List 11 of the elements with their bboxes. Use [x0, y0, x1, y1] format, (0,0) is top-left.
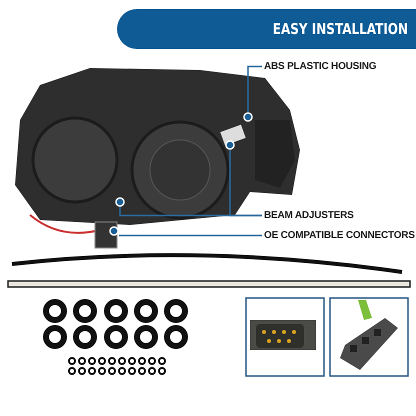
callout-label: BEAM ADJUSTERS: [264, 209, 354, 222]
title: EASY INSTALLATION: [272, 20, 408, 38]
marker-dot: [243, 112, 253, 122]
leader-line: [119, 207, 262, 216]
callout-label: OE COMPATIBLE CONNECTORS: [264, 229, 415, 242]
marker-dot: [115, 197, 125, 207]
marker-dot: [225, 140, 235, 150]
marker-dot: [109, 226, 119, 236]
leader-line: [119, 234, 262, 236]
leader-line: [247, 66, 262, 112]
callout-label: ABS PLASTIC HOUSING: [264, 60, 376, 73]
